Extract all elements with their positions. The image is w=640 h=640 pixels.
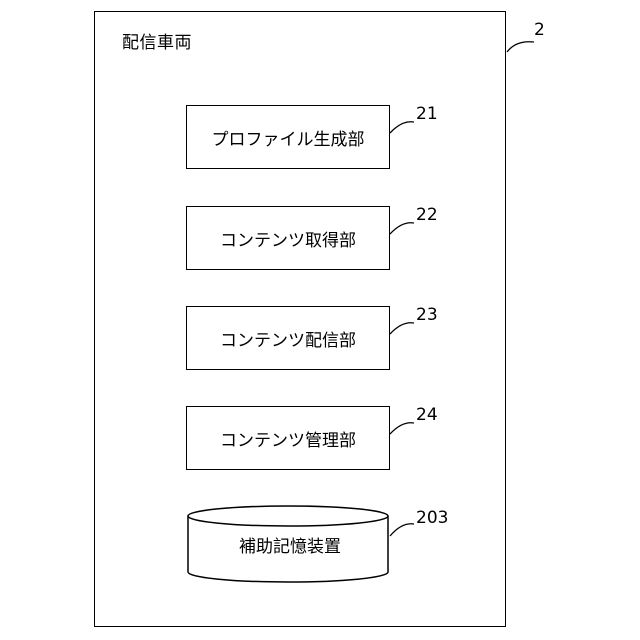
storage-ref-number: 203 [416, 508, 448, 528]
unit-label: コンテンツ配信部 [220, 326, 356, 351]
unit-label: コンテンツ管理部 [220, 426, 356, 451]
vehicle-leader-line [507, 42, 534, 52]
content-management-unit: コンテンツ管理部 [186, 406, 390, 470]
unit-ref-number: 22 [416, 205, 438, 225]
unit-leader-line-21 [390, 122, 414, 133]
unit-leader-line-22 [390, 223, 414, 234]
unit-ref-number: 21 [416, 104, 438, 124]
unit-label: プロファイル生成部 [212, 125, 365, 150]
unit-leader-line-24 [390, 423, 414, 434]
storage-leader-line [390, 524, 414, 536]
unit-ref-number: 23 [416, 305, 438, 325]
unit-label: コンテンツ取得部 [220, 226, 356, 251]
auxiliary-storage-label: 補助記憶装置 [192, 532, 388, 557]
content-distribution-unit: コンテンツ配信部 [186, 306, 390, 370]
unit-ref-number: 24 [416, 405, 438, 425]
vehicle-ref-number: 2 [534, 20, 545, 40]
profile-generation-unit: プロファイル生成部 [186, 105, 390, 169]
content-acquisition-unit: コンテンツ取得部 [186, 206, 390, 270]
unit-leader-line-23 [390, 323, 414, 334]
